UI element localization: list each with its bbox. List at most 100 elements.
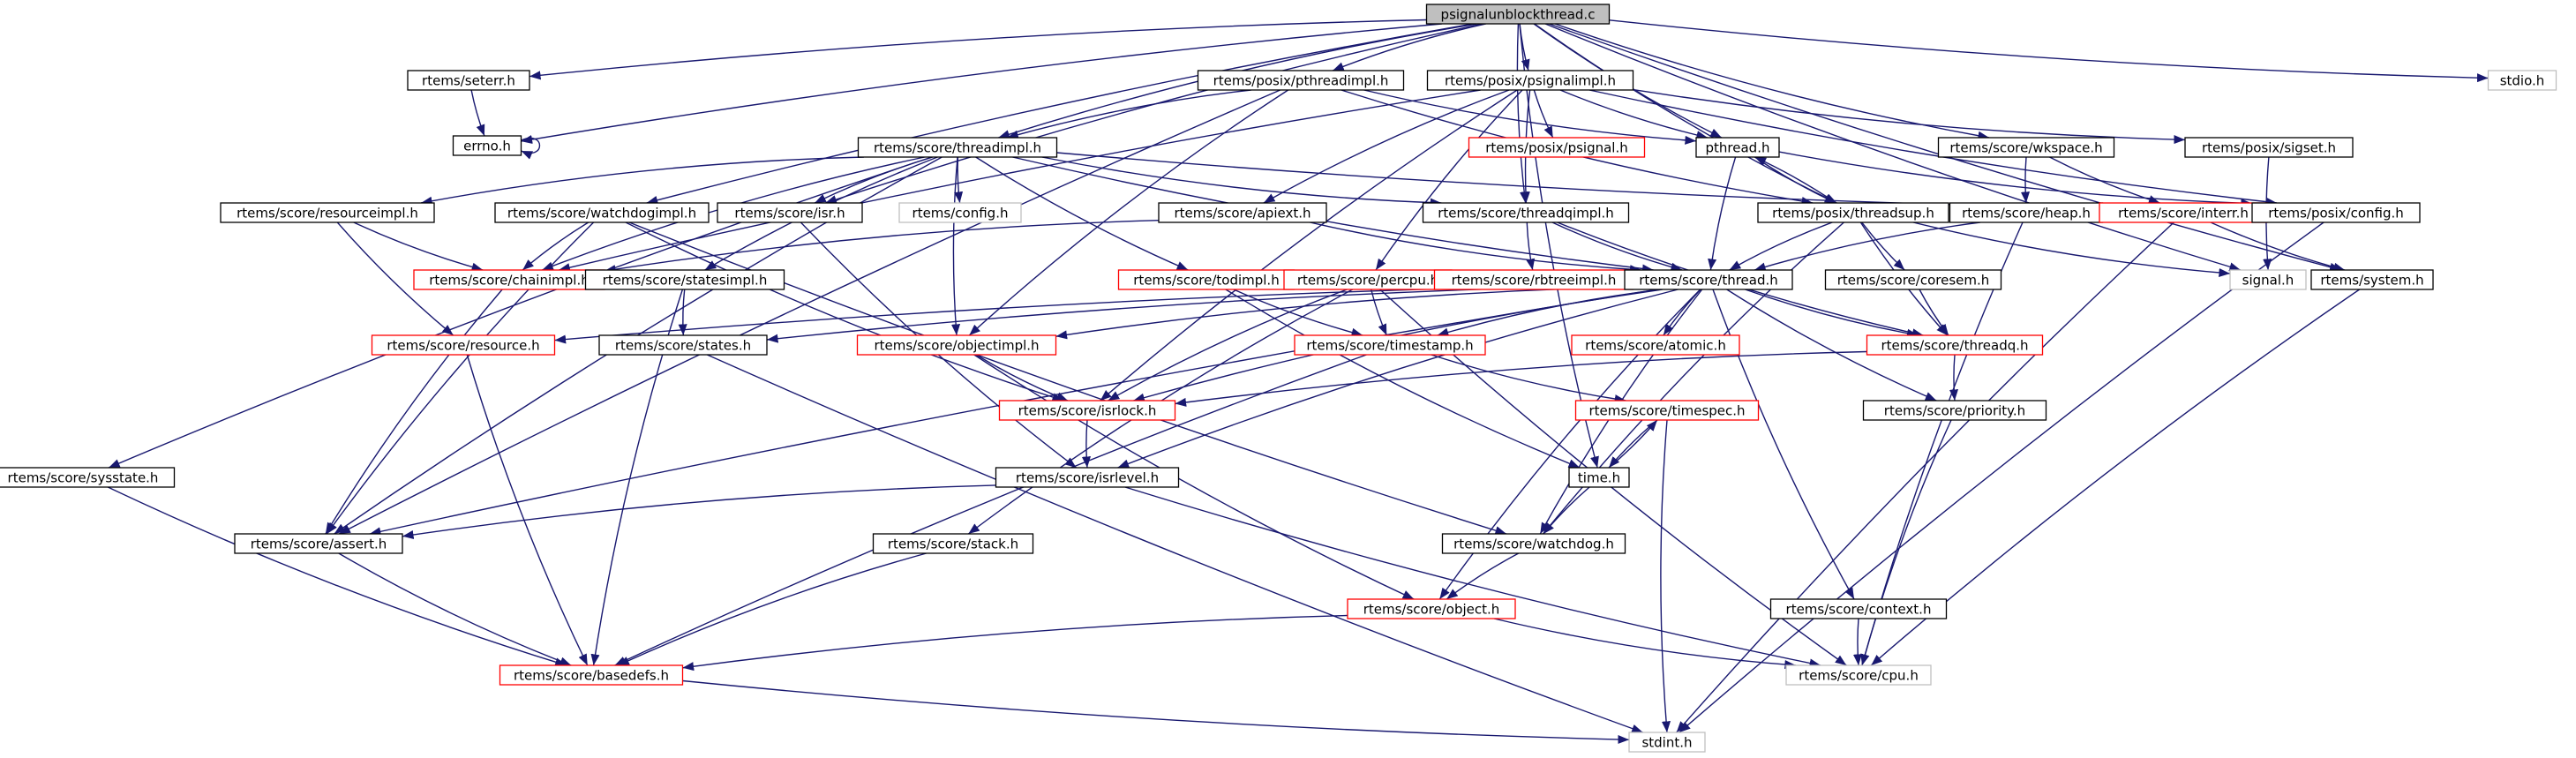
- node-system[interactable]: rtems/system.h: [2310, 269, 2434, 290]
- node-stack[interactable]: rtems/score/stack.h: [872, 533, 1034, 554]
- node-interr[interactable]: rtems/score/interr.h: [2099, 202, 2268, 223]
- node-root[interactable]: psignalunblockthread.c: [1425, 4, 1611, 25]
- node-pthreadimpl[interactable]: rtems/posix/pthreadimpl.h: [1197, 70, 1405, 91]
- edge-object-to-cpu: [1493, 618, 1797, 670]
- node-percpu[interactable]: rtems/score/percpu.h: [1283, 269, 1453, 290]
- edge-thread-to-threadq: [1745, 289, 1919, 338]
- node-coresem[interactable]: rtems/score/coresem.h: [1824, 269, 2002, 290]
- node-isr[interactable]: rtems/score/isr.h: [717, 202, 863, 223]
- node-signal[interactable]: signal.h: [2229, 269, 2307, 290]
- node-threadqimpl[interactable]: rtems/score/threadqimpl.h: [1422, 202, 1630, 223]
- node-box: [1866, 334, 2044, 356]
- node-sigset[interactable]: rtems/posix/sigset.h: [2184, 137, 2354, 158]
- node-errno[interactable]: errno.h: [452, 135, 522, 156]
- edge-pthread-to-thread: [1708, 156, 1737, 271]
- node-basedefs[interactable]: rtems/score/basedefs.h: [499, 664, 684, 686]
- edge-threadsup-to-coresem: [1861, 221, 1905, 271]
- node-timestamp[interactable]: rtems/score/timestamp.h: [1294, 334, 1486, 356]
- node-watchdogimpl[interactable]: rtems/score/watchdogimpl.h: [494, 202, 710, 223]
- node-watchdog[interactable]: rtems/score/watchdog.h: [1441, 533, 1626, 554]
- node-config[interactable]: rtems/config.h: [898, 202, 1022, 223]
- edge-threadimpl-to-resourceimpl: [420, 156, 864, 206]
- node-chainimpl[interactable]: rtems/score/chainimpl.h: [413, 269, 605, 290]
- node-label: rtems/posix/threadsup.h: [1772, 206, 1934, 221]
- edge-threadimpl-to-todimpl: [975, 156, 1189, 271]
- node-box: [1425, 4, 1611, 25]
- edge-threadq-to-isrlock: [1175, 350, 1867, 407]
- node-apiext[interactable]: rtems/score/apiext.h: [1158, 202, 1327, 223]
- edge-root-to-errno: [521, 23, 1442, 145]
- node-states[interactable]: rtems/score/states.h: [598, 334, 768, 356]
- node-wkspace[interactable]: rtems/score/wkspace.h: [1937, 137, 2115, 158]
- node-box: [499, 664, 684, 686]
- node-label: rtems/posix/pthreadimpl.h: [1213, 73, 1389, 89]
- edge-interr-to-stdint: [1676, 221, 2174, 733]
- node-label: rtems/score/resource.h: [387, 338, 539, 354]
- edge-root-to-seterr: [529, 19, 1427, 80]
- edge-thread-to-atomic: [1663, 289, 1701, 336]
- node-assert[interactable]: rtems/score/assert.h: [234, 533, 403, 554]
- node-timespec[interactable]: rtems/score/timespec.h: [1574, 400, 1760, 421]
- node-label: rtems/score/cpu.h: [1799, 668, 1919, 684]
- edge-root-to-wkspace: [1554, 23, 1990, 140]
- edge-threadq-to-priority: [1949, 354, 1959, 402]
- node-resourceimpl[interactable]: rtems/score/resourceimpl.h: [220, 202, 435, 223]
- node-isrlevel[interactable]: rtems/score/isrlevel.h: [995, 467, 1180, 488]
- node-label: rtems/score/interr.h: [2118, 206, 2249, 221]
- edge-context-to-cpu: [1852, 618, 1863, 666]
- node-rbtreeimpl[interactable]: rtems/score/rbtreeimpl.h: [1433, 269, 1634, 290]
- edge-root-to-signal: [1544, 23, 2242, 272]
- node-objectimpl[interactable]: rtems/score/objectimpl.h: [856, 334, 1057, 356]
- node-pthread[interactable]: pthread.h: [1695, 137, 1780, 158]
- node-seterr[interactable]: rtems/seterr.h: [407, 70, 530, 91]
- node-threadsup[interactable]: rtems/posix/threadsup.h: [1757, 202, 1949, 223]
- node-box: [1862, 400, 2047, 421]
- node-statesimpl[interactable]: rtems/score/statesimpl.h: [584, 269, 785, 290]
- node-thread[interactable]: rtems/score/thread.h: [1624, 269, 1793, 290]
- node-label: time.h: [1578, 470, 1620, 486]
- edge-root-to-pthreadimpl: [1332, 23, 1487, 71]
- edge-threadsup-to-watchdog: [1543, 221, 1844, 535]
- node-box: [2184, 137, 2354, 158]
- node-threadimpl[interactable]: rtems/score/threadimpl.h: [857, 137, 1058, 158]
- edge-threadimpl-to-threadqimpl: [1041, 156, 1442, 207]
- edge-psignalimpl-to-sigset: [1633, 88, 2186, 145]
- edge-objectimpl-to-object: [973, 354, 1415, 600]
- node-threadq[interactable]: rtems/score/threadq.h: [1866, 334, 2044, 356]
- node-heap[interactable]: rtems/score/heap.h: [1949, 202, 2104, 223]
- node-psignalimpl[interactable]: rtems/posix/psignalimpl.h: [1426, 70, 1634, 91]
- edge-thread-to-states: [766, 284, 1626, 343]
- node-box: [2251, 202, 2421, 223]
- edge-thread-to-object: [1438, 289, 1701, 600]
- node-label: signal.h: [2242, 273, 2294, 289]
- node-box: [998, 400, 1176, 421]
- node-todimpl[interactable]: rtems/score/todimpl.h: [1117, 269, 1296, 290]
- node-stdint[interactable]: stdint.h: [1628, 732, 1706, 753]
- edge-pthread-to-posixconfig: [1778, 151, 2253, 208]
- node-atomic[interactable]: rtems/score/atomic.h: [1571, 334, 1740, 356]
- node-isrlock[interactable]: rtems/score/isrlock.h: [998, 400, 1176, 421]
- node-time[interactable]: time.h: [1568, 467, 1630, 488]
- node-label: rtems/score/threadqimpl.h: [1438, 206, 1614, 221]
- edge-todimpl-to-time: [1225, 289, 1581, 469]
- node-label: stdint.h: [1641, 735, 1692, 751]
- node-label: rtems/system.h: [2320, 273, 2423, 289]
- node-stdio[interactable]: stdio.h: [2487, 70, 2557, 91]
- node-label: rtems/score/timestamp.h: [1306, 338, 1473, 354]
- node-box: [1769, 598, 1948, 619]
- edge-chainimpl-to-assert: [325, 289, 503, 535]
- node-sysstate[interactable]: rtems/score/sysstate.h: [0, 467, 176, 488]
- node-resource[interactable]: rtems/score/resource.h: [371, 334, 556, 356]
- node-context[interactable]: rtems/score/context.h: [1769, 598, 1948, 619]
- edge-isrlock-to-isrlevel: [1081, 419, 1092, 469]
- edge-psignalimpl-to-percpu: [1375, 89, 1523, 271]
- node-label: rtems/score/objectimpl.h: [874, 338, 1039, 354]
- node-priority[interactable]: rtems/score/priority.h: [1862, 400, 2047, 421]
- edge-threadsup-to-thread: [1729, 221, 1833, 271]
- node-posixconfig[interactable]: rtems/posix/config.h: [2251, 202, 2421, 223]
- node-object[interactable]: rtems/score/object.h: [1347, 598, 1516, 619]
- edge-isrlevel-to-cpu: [1124, 486, 1821, 668]
- node-psignal[interactable]: rtems/posix/psignal.h: [1468, 137, 1646, 158]
- node-cpu[interactable]: rtems/score/cpu.h: [1785, 664, 1932, 686]
